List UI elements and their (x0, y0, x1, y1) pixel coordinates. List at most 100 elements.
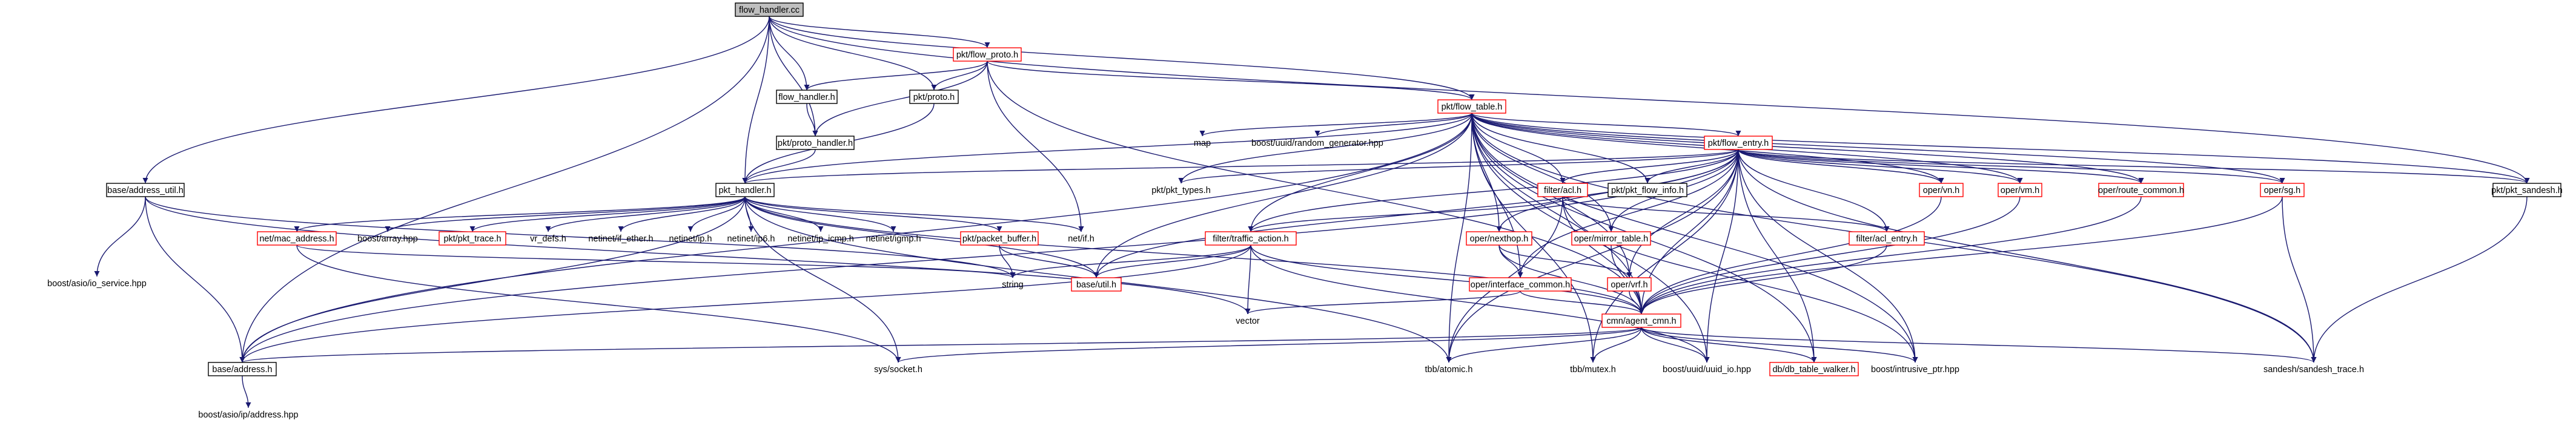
node-flow_handler_h[interactable]: flow_handler.h (776, 90, 838, 104)
node-boost_asio_io_service: boost/asio/io_service.hpp (47, 279, 147, 289)
edge-pkt_handler-to-netinet_if_ether (618, 196, 746, 232)
edge-pkt_flow_table-to-cmn_agent_cmn (1471, 113, 1644, 315)
node-pkt_flow_proto[interactable]: pkt/flow_proto.h (953, 47, 1022, 62)
node-net_mac_address[interactable]: net/mac_address.h (257, 231, 337, 246)
edge-pkt_pkt_sandesh-to-sandesh_trace (2311, 196, 2528, 363)
node-sys_socket: sys/socket.h (874, 365, 922, 375)
edge-oper_vm-to-cmn_agent_cmn (1638, 196, 2021, 315)
node-label: filter/acl_entry.h (1856, 234, 1917, 244)
node-pkt_flow_entry[interactable]: pkt/flow_entry.h (1704, 136, 1773, 150)
edge-pkt_handler-to-pkt_pkt_trace (469, 196, 746, 232)
node-label: db/db_table_walker.h (1772, 365, 1855, 375)
node-pkt_pkt_sandesh[interactable]: pkt/pkt_sandesh.h (2491, 183, 2563, 197)
edge-pkt_handler-to-vr_defs (545, 196, 746, 232)
edge-pkt_flow_table-to-filter_traffic_action (1248, 113, 1472, 232)
edge-pkt_flow_entry-to-filter_acl (1560, 149, 1739, 184)
node-label: tbb/atomic.h (1425, 365, 1473, 375)
edge-pkt_flow_table-to-oper_sg (1471, 113, 2285, 184)
edge-pkt_handler-to-net_if (744, 196, 1084, 232)
node-box (776, 136, 855, 150)
node-label: pkt/pkt_types.h (1151, 186, 1211, 195)
node-label: oper/sg.h (2264, 186, 2300, 195)
edge-base_address_util-to-vector (145, 196, 1251, 315)
node-filter_acl[interactable]: filter/acl.h (1537, 183, 1588, 197)
node-base_address[interactable]: base/address.h (208, 362, 277, 376)
node-sandesh_trace: sandesh/sandesh_trace.h (2263, 365, 2364, 375)
node-base_util[interactable]: base/util.h (1071, 277, 1122, 292)
node-label: boost/asio/ip/address.hpp (198, 410, 298, 420)
node-db_db_table_walker[interactable]: db/db_table_walker.h (1769, 362, 1859, 376)
node-label: pkt/proto.h (913, 93, 955, 102)
node-flow_handler_cc[interactable]: flow_handler.cc (735, 2, 804, 17)
node-label: cmn/agent_cmn.h (1606, 316, 1676, 326)
edge-pkt_handler-to-cmn_agent_cmn (744, 196, 1644, 315)
node-pkt_handler[interactable]: pkt_handler.h (715, 183, 775, 197)
edge-cmn_agent_cmn-to-boost_intrusive_ptr (1641, 327, 1918, 363)
edge-pkt_flow_table-to-oper_mirror_table (1471, 113, 1614, 232)
node-oper_mirror_table[interactable]: oper/mirror_table.h (1571, 231, 1651, 246)
node-boost_uuid_random: boost/uuid/random_generator.hpp (1251, 139, 1383, 148)
edge-pkt_flow_entry-to-tbb_atomic (1446, 149, 1739, 363)
edge-pkt_flow_table-to-tbb_atomic (1446, 113, 1472, 363)
edge-pkt_flow_table-to-filter_acl (1471, 113, 1566, 184)
node-label: netinet/ip6.h (727, 234, 775, 244)
edge-base_address_util-to-base_address (145, 196, 245, 363)
edge-pkt_flow_entry-to-boost_uuid_io (1704, 149, 1739, 363)
node-base_address_util[interactable]: base/address_util.h (106, 183, 185, 197)
node-pkt_proto_h[interactable]: pkt/proto.h (909, 90, 959, 104)
node-pkt_pkt_trace[interactable]: pkt/pkt_trace.h (439, 231, 506, 246)
edge-pkt_flow_table-to-boost_intrusive_ptr (1471, 113, 1918, 363)
edge-cmn_agent_cmn-to-boost_uuid_io (1641, 327, 1710, 363)
node-oper_sg[interactable]: oper/sg.h (2260, 183, 2305, 197)
node-label: filter/traffic_action.h (1213, 234, 1288, 244)
edge-pkt_flow_proto-to-cmn_agent_cmn (987, 61, 1644, 315)
edge-pkt_flow_entry-to-pkt_pkt_sandesh (1738, 149, 2530, 184)
node-oper_interface_common[interactable]: oper/interface_common.h (1469, 277, 1572, 292)
edge-pkt_flow_table-to-oper_route_common (1471, 113, 2144, 184)
edge-pkt_flow_proto-to-pkt_proto_handler (812, 61, 988, 137)
node-label: string (1002, 280, 1023, 290)
node-box (909, 90, 959, 104)
node-filter_acl_entry[interactable]: filter/acl_entry.h (1849, 231, 1925, 246)
node-cmn_agent_cmn[interactable]: cmn/agent_cmn.h (1601, 313, 1681, 328)
node-netinet_igmp: netinet/igmp.h (866, 234, 921, 244)
edge-pkt_flow_table-to-pkt_flow_entry (1471, 113, 1741, 137)
node-label: sys/socket.h (874, 365, 922, 375)
node-string: string (1002, 280, 1023, 290)
node-pkt_pkt_types: pkt/pkt_types.h (1151, 186, 1211, 195)
edge-flow_handler_cc-to-pkt_handler (742, 16, 770, 184)
node-pkt_proto_handler[interactable]: pkt/proto_handler.h (776, 136, 855, 150)
edge-flow_handler_cc-to-base_address_util (142, 16, 770, 184)
node-box (1704, 136, 1773, 150)
node-label: tbb/mutex.h (1570, 365, 1616, 375)
node-oper_vm[interactable]: oper/vm.h (1998, 183, 2042, 197)
node-label: oper/vn.h (1923, 186, 1959, 195)
edge-pkt_handler-to-sys_socket (744, 196, 901, 363)
node-oper_vn[interactable]: oper/vn.h (1919, 183, 1964, 197)
edge-filter_traffic_action-to-vector (1245, 244, 1251, 315)
node-netinet_ip_icmp: netinet/ip_icmp.h (787, 234, 854, 244)
node-label: sandesh/sandesh_trace.h (2263, 365, 2364, 375)
node-label: oper/route_common.h (2098, 186, 2184, 195)
edge-pkt_packet_buffer-to-string (999, 244, 1016, 278)
edge-pkt_flow_entry-to-db_db_table_walker (1738, 149, 1817, 363)
edge-pkt_packet_buffer-to-base_util (999, 244, 1099, 278)
edge-pkt_flow_entry-to-oper_route_common (1738, 149, 2144, 184)
node-pkt_flow_table[interactable]: pkt/flow_table.h (1437, 99, 1506, 114)
edge-pkt_flow_entry-to-pkt_pkt_flow_info (1644, 149, 1739, 184)
edge-filter_acl-to-filter_acl_entry (1562, 196, 1890, 232)
node-oper_nexthop[interactable]: oper/nexthop.h (1466, 231, 1532, 246)
node-filter_traffic_action[interactable]: filter/traffic_action.h (1205, 231, 1297, 246)
edge-pkt_flow_table-to-oper_interface_common (1471, 113, 1523, 278)
edge-pkt_flow_table-to-map (1199, 113, 1472, 137)
edge-oper_sg-to-cmn_agent_cmn (1638, 196, 2283, 315)
edge-base_address_util-to-boost_asio_io_service (94, 196, 146, 277)
node-label: net/if.h (1068, 234, 1094, 244)
node-map: map (1194, 139, 1211, 148)
node-oper_route_common[interactable]: oper/route_common.h (2098, 183, 2184, 197)
node-oper_vrf[interactable]: oper/vrf.h (1607, 277, 1652, 292)
node-boost_asio_ip_address: boost/asio/ip/address.hpp (198, 410, 298, 420)
node-pkt_pkt_flow_info[interactable]: pkt/pkt_flow_info.h (1608, 183, 1687, 197)
node-pkt_packet_buffer[interactable]: pkt/packet_buffer.h (960, 231, 1039, 246)
